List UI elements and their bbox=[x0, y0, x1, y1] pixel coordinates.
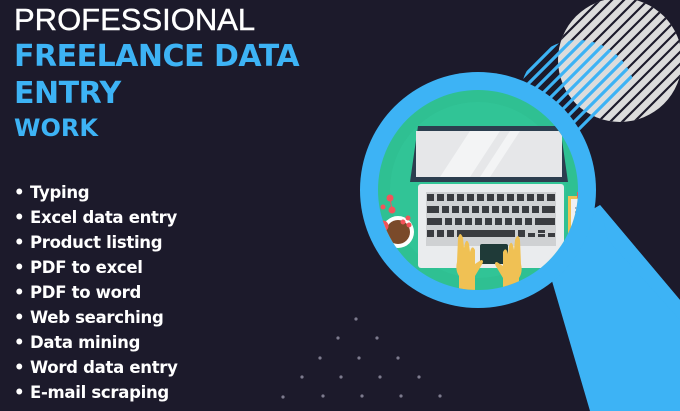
bullet-icon: • bbox=[14, 333, 25, 352]
list-item: • Product listing bbox=[14, 230, 178, 255]
bullet-icon: • bbox=[14, 233, 25, 252]
service-label: Typing bbox=[30, 183, 90, 202]
list-item: • PDF to excel bbox=[14, 255, 178, 280]
service-label: PDF to word bbox=[30, 283, 141, 302]
headline-entry: ENTRY bbox=[14, 76, 121, 111]
list-item: • Data mining bbox=[14, 330, 178, 355]
service-label: Excel data entry bbox=[30, 208, 177, 227]
dot-grid-decoration bbox=[281, 317, 442, 399]
bullet-icon: • bbox=[14, 183, 25, 202]
services-list: • Typing • Excel data entry • Product listi… bbox=[14, 180, 178, 405]
bullet-icon: • bbox=[14, 383, 25, 402]
list-item: • Word data entry bbox=[14, 355, 178, 380]
bullet-icon: • bbox=[14, 358, 25, 377]
list-item: • Web searching bbox=[14, 305, 178, 330]
headline-work: WORK bbox=[14, 114, 98, 142]
magnifier-icon bbox=[360, 72, 596, 308]
service-label: Web searching bbox=[30, 308, 164, 327]
service-label: E-mail scraping bbox=[30, 383, 169, 402]
bullet-icon: • bbox=[14, 308, 25, 327]
list-item: • Typing bbox=[14, 180, 178, 205]
service-label: Product listing bbox=[30, 233, 163, 252]
laptop-icon bbox=[410, 126, 568, 268]
bullet-icon: • bbox=[14, 208, 25, 227]
headline-freelance-data: FREELANCE DATA bbox=[14, 39, 300, 74]
list-item: • E-mail scraping bbox=[14, 380, 178, 405]
bullet-icon: • bbox=[14, 258, 25, 277]
list-item: • PDF to word bbox=[14, 280, 178, 305]
service-label: Word data entry bbox=[30, 358, 178, 377]
headline-professional: PROFESSIONAL bbox=[14, 2, 256, 37]
list-item: • Excel data entry bbox=[14, 205, 178, 230]
hands-icon bbox=[456, 234, 522, 290]
service-label: Data mining bbox=[30, 333, 141, 352]
headline: PROFESSIONAL FREELANCE DATA ENTRY WORK bbox=[14, 2, 300, 144]
bullet-icon: • bbox=[14, 283, 25, 302]
service-label: PDF to excel bbox=[30, 258, 143, 277]
